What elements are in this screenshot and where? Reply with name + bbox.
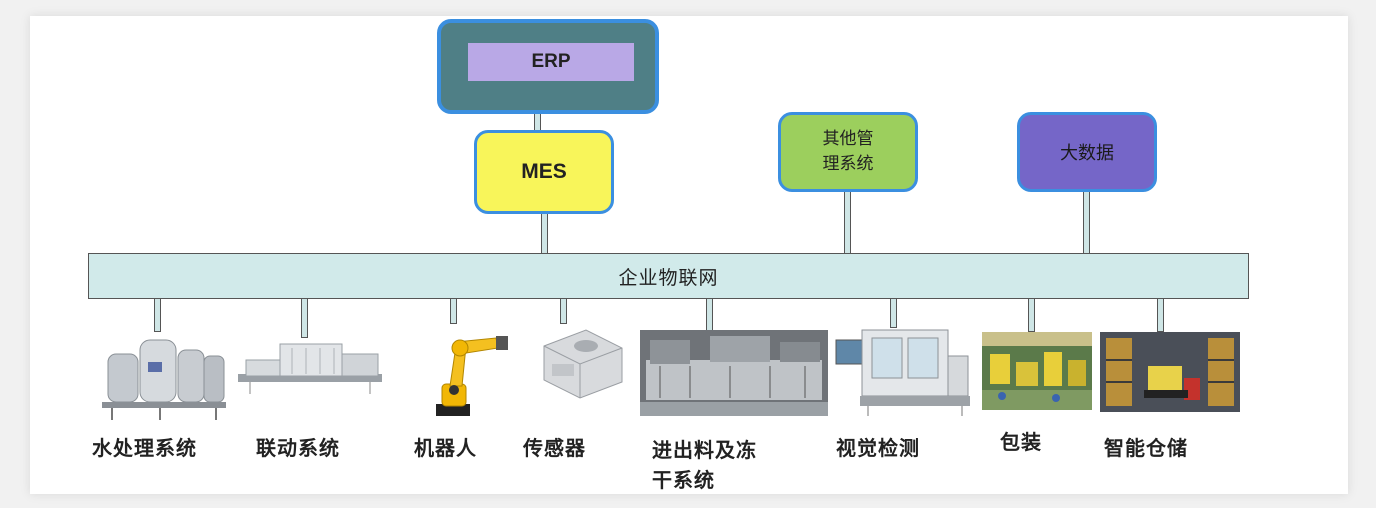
erp-box: ERP [437,19,659,114]
connector-bus-device-8 [1157,298,1164,332]
device-label-linked-system: 联动系统 [256,436,340,460]
mes-box: MES [474,130,614,214]
smart-warehouse-icon [1100,332,1240,412]
big-data-box: 大数据 [1017,112,1157,192]
connector-bigdata-bus [1083,190,1090,255]
other-systems-box: 其他管 理系统 [778,112,918,192]
vision-inspection-machine-icon [835,329,970,416]
device-label-robot: 机器人 [414,436,477,460]
other-systems-line1: 其他管 [822,129,874,149]
freeze-dryer-line-icon [640,330,828,416]
connector-bus-device-6 [890,298,897,328]
erp-label: ERP [468,43,634,81]
device-label-freeze-dryer-line1: 进出料及冻 [652,438,757,462]
enterprise-iot-bus: 企业物联网 [88,253,1249,299]
sensor-block-icon [543,329,623,399]
connector-mes-bus [541,212,548,255]
device-label-sensor: 传感器 [523,436,586,460]
other-systems-line2: 理系统 [822,154,874,174]
connector-bus-device-3 [450,298,457,324]
device-label-vision-inspection: 视觉检测 [836,436,920,460]
connector-bus-device-1 [154,298,161,332]
linked-conveyor-machine-icon [238,343,382,394]
connector-other-bus [844,190,851,255]
connector-bus-device-7 [1028,298,1035,332]
connector-bus-device-5 [706,298,713,332]
device-label-packaging: 包装 [1000,430,1042,454]
industrial-robot-arm-icon [436,336,508,416]
connector-bus-device-2 [301,298,308,338]
device-label-smart-warehouse: 智能仓储 [1104,436,1188,460]
water-treatment-tanks-icon [102,339,226,420]
connector-bus-device-4 [560,298,567,324]
packaging-workshop-icon [982,332,1092,410]
device-label-freeze-dryer-line2: 干系统 [652,468,715,492]
device-label-water-treatment: 水处理系统 [92,436,197,460]
